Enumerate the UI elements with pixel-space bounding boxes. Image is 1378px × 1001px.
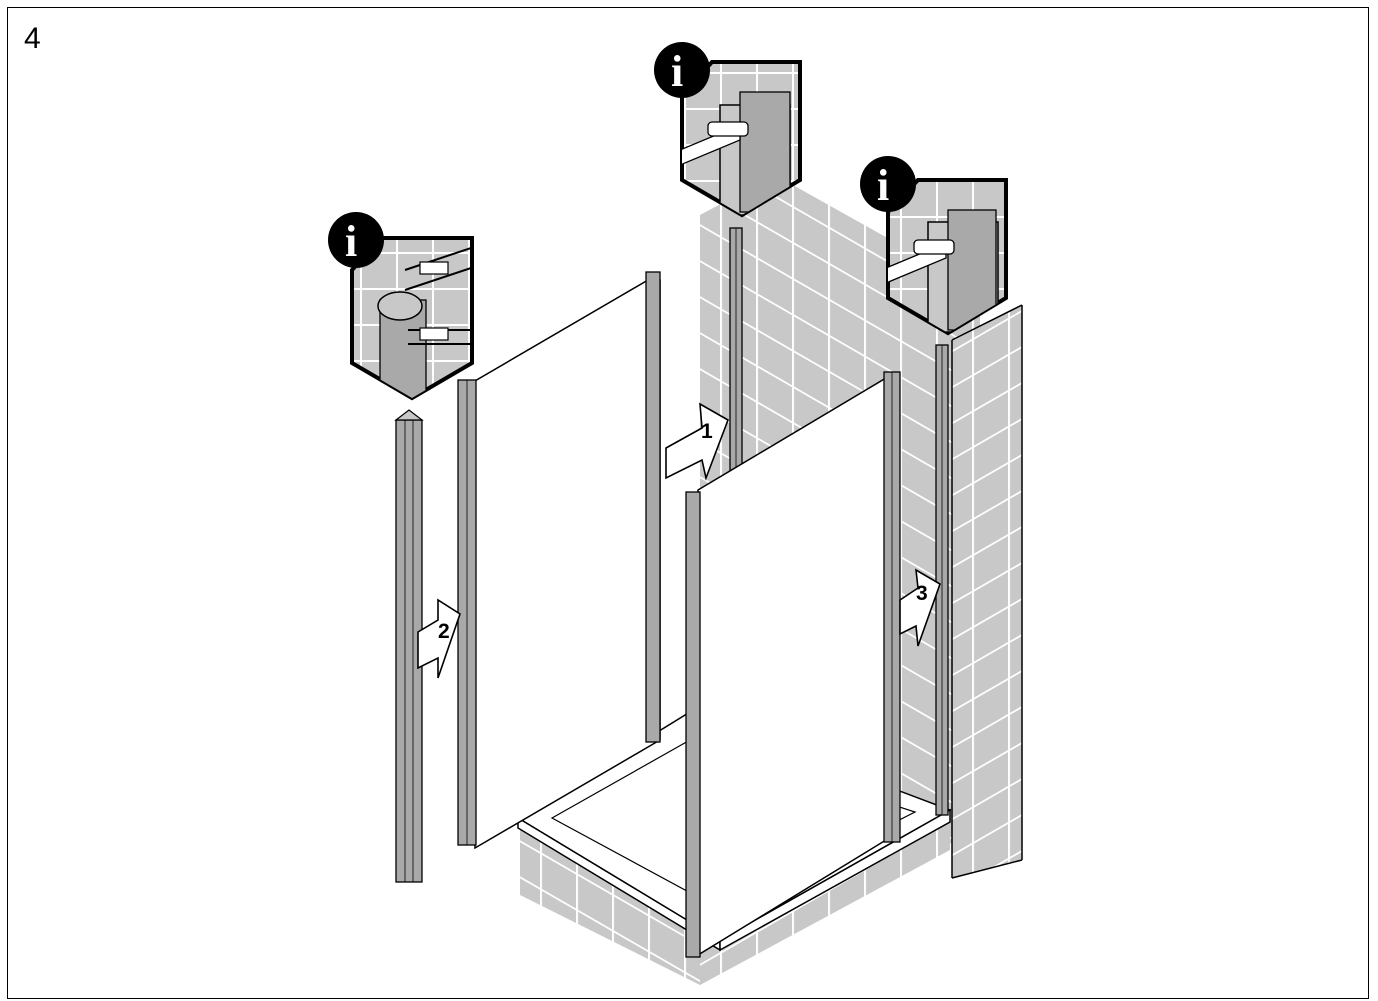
wall-profile-back — [729, 227, 743, 474]
glass-panel-front — [685, 371, 901, 958]
arrow-1: 1 — [665, 402, 729, 481]
arrow-1-label: 1 — [701, 420, 713, 443]
info-icon: i — [877, 161, 889, 210]
step-number: 4 — [24, 22, 41, 55]
glass-panel-left — [457, 271, 661, 850]
detail-callout-left: i — [328, 212, 474, 401]
detail-callout-right: i — [860, 156, 1008, 336]
info-icon: i — [671, 47, 683, 96]
info-icon: i — [345, 217, 357, 266]
arrow-3-label: 3 — [916, 582, 928, 605]
wall-profile-right — [935, 344, 949, 816]
arrow-2: 2 — [417, 598, 461, 679]
detail-callout-center: i — [654, 42, 802, 218]
arrow-3: 3 — [899, 568, 941, 647]
side-wall-tiles — [951, 304, 1023, 879]
arrow-2-label: 2 — [438, 620, 450, 643]
figure-frame — [7, 7, 1369, 999]
